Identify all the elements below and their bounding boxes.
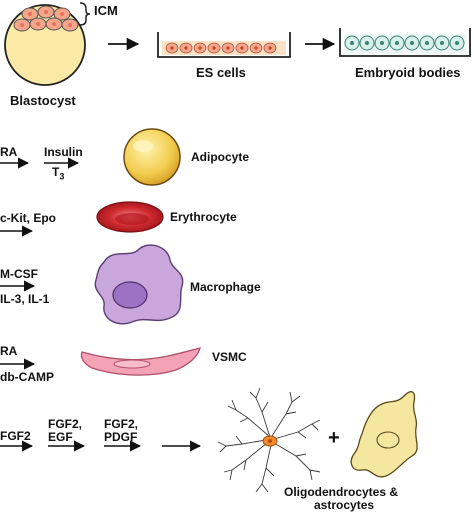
erythrocyte-label: Erythrocyte (170, 210, 237, 224)
factor-fgf2-pdgf-2: PDGF (104, 430, 138, 444)
es-cell-row (165, 42, 277, 54)
factor-fgf2-egf-2: EGF (48, 430, 73, 444)
factor-fgf2-pdgf-1: FGF2, (104, 417, 139, 431)
glia-label-line2: astrocytes (314, 498, 375, 512)
icm-label: ICM (94, 3, 118, 18)
factor-t3-main: T (52, 165, 60, 179)
es-cells-dish (157, 32, 291, 58)
adipocyte-label: Adipocyte (191, 150, 250, 164)
adipocyte-cell (123, 128, 181, 186)
icm-brace (79, 2, 91, 26)
macrophage-nucleus (112, 281, 148, 309)
glia-label-line1: Oligodendrocytes & (284, 485, 399, 499)
astrocyte-nucleus (376, 431, 400, 449)
factor-insulin: Insulin (44, 145, 83, 159)
factor-ra-2: RA (0, 344, 18, 358)
embryoid-bodies-label: Embryoid bodies (355, 65, 461, 80)
factor-fgf2-egf-1: FGF2, (48, 417, 83, 431)
embryoid-bodies-dish (339, 28, 471, 57)
macrophage-label: Macrophage (190, 280, 261, 294)
factor-t3-subscript: 3 (59, 171, 65, 182)
es-cells-label: ES cells (196, 65, 246, 80)
factor-fgf2: FGF2 (0, 429, 31, 443)
blastocyst (4, 2, 91, 86)
factor-ckit-epo: c-Kit, Epo (0, 211, 56, 225)
factor-t3: T3 (52, 166, 64, 183)
plus-sign: + (328, 427, 340, 449)
vsmc-nucleus (113, 359, 151, 369)
factor-dbcamp: db-CAMP (0, 370, 54, 384)
factor-il3-il1: IL-3, IL-1 (0, 292, 50, 306)
icm-cluster (13, 5, 79, 32)
vsmc-label: VSMC (212, 350, 247, 364)
oligodendrocyte-cell (217, 387, 321, 493)
blastocyst-label: Blastocyst (10, 93, 76, 108)
factor-ra: RA (0, 145, 18, 159)
factor-mcsf: M-CSF (0, 267, 38, 281)
